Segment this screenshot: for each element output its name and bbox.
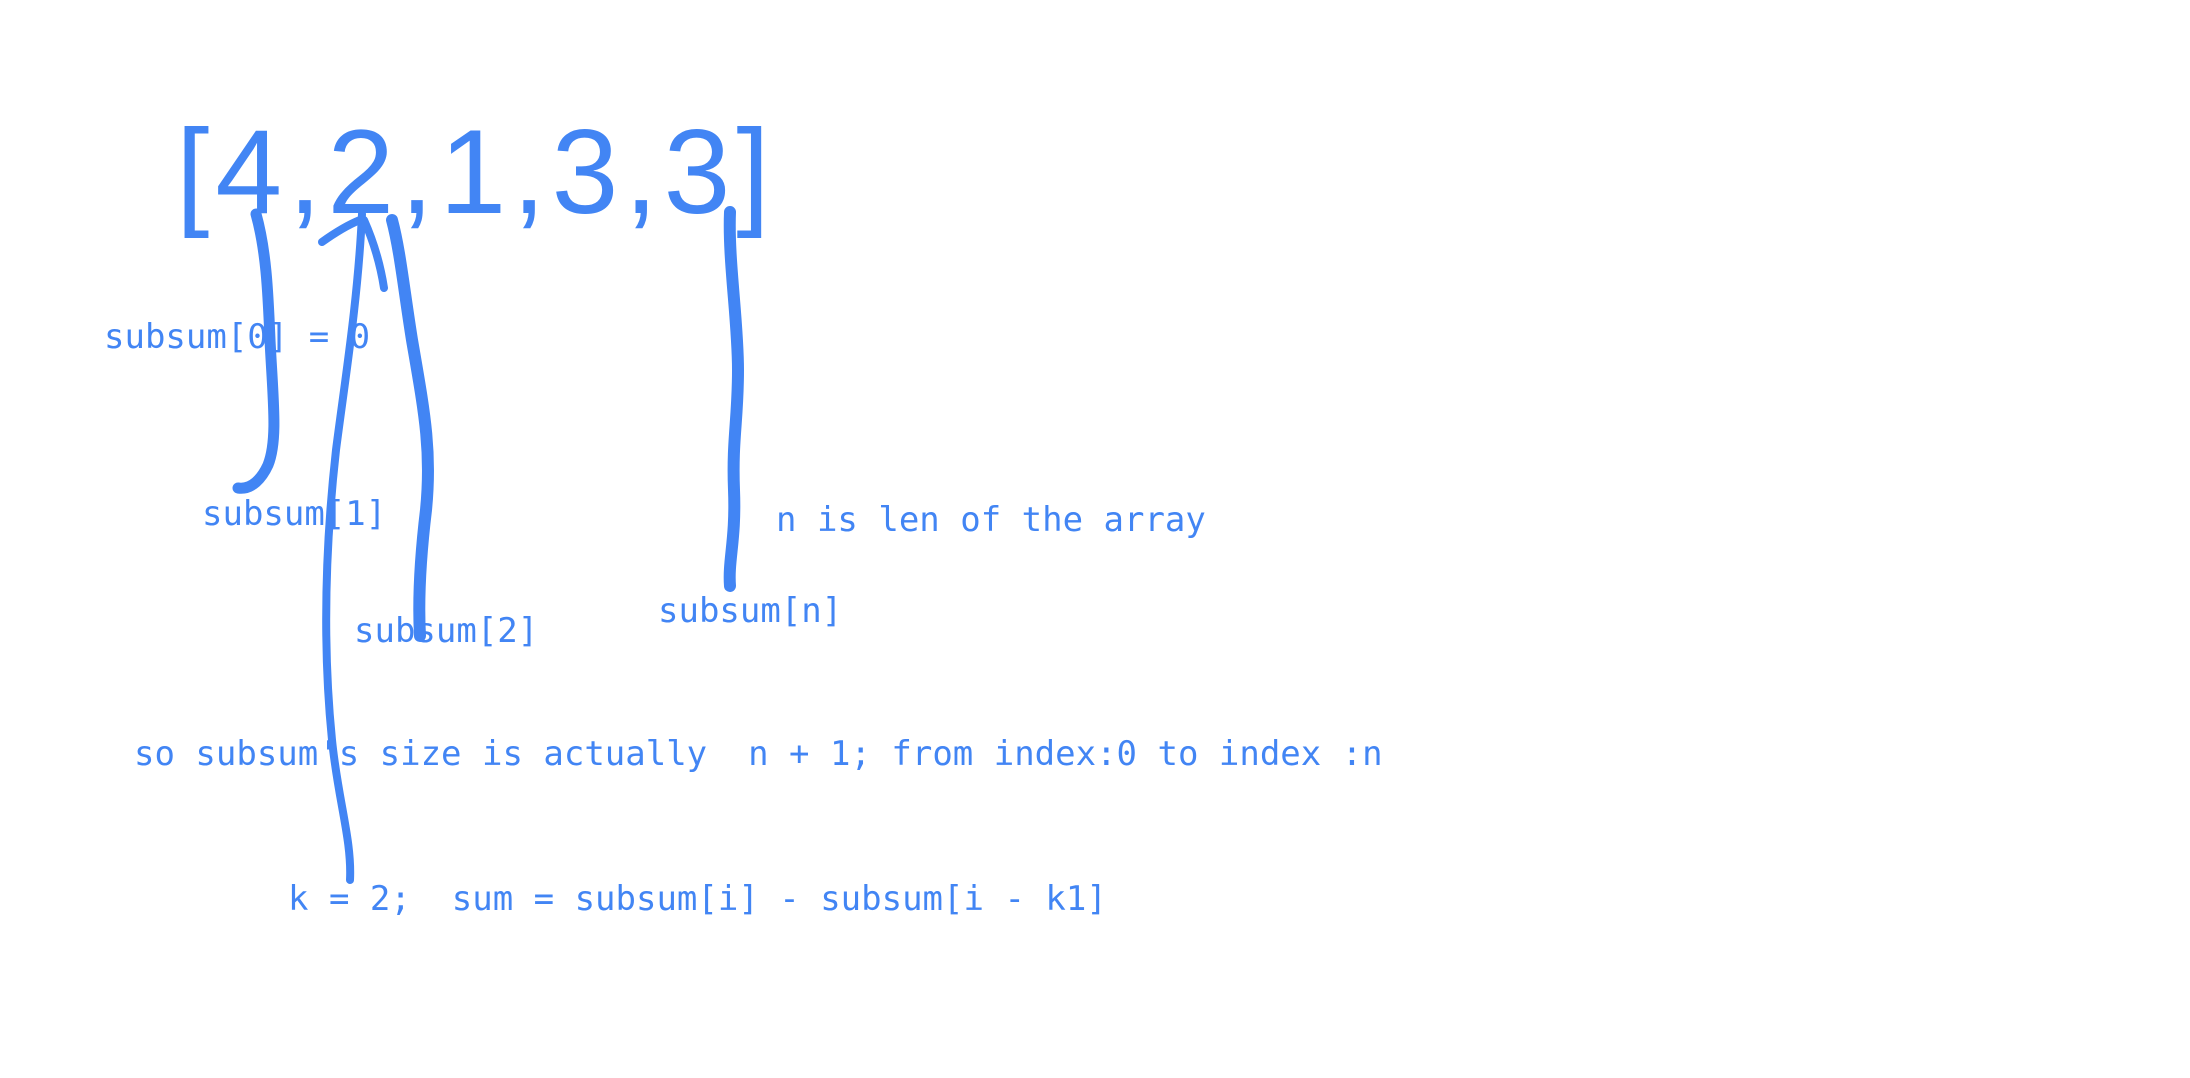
stroke-2-to-formula [322, 210, 366, 884]
label-formula: k = 2; sum = subsum[i] - subsum[i - k1] [288, 879, 1107, 919]
label-n-note: n is len of the array [776, 500, 1206, 540]
array-literal: [4,2,1,3,3] [176, 105, 776, 239]
label-size-note: so subsum's size is actually n + 1; from… [134, 734, 1383, 774]
stroke-2-to-subsum-2 [386, 214, 435, 642]
stroke-last-3-to-subsum-n [723, 206, 744, 592]
label-subsum-n: subsum[n] [658, 591, 843, 631]
label-subsum-0: subsum[0] = 0 [104, 317, 371, 357]
label-subsum-1: subsum[1] [202, 494, 387, 534]
label-subsum-2: subsum[2] [354, 611, 539, 651]
